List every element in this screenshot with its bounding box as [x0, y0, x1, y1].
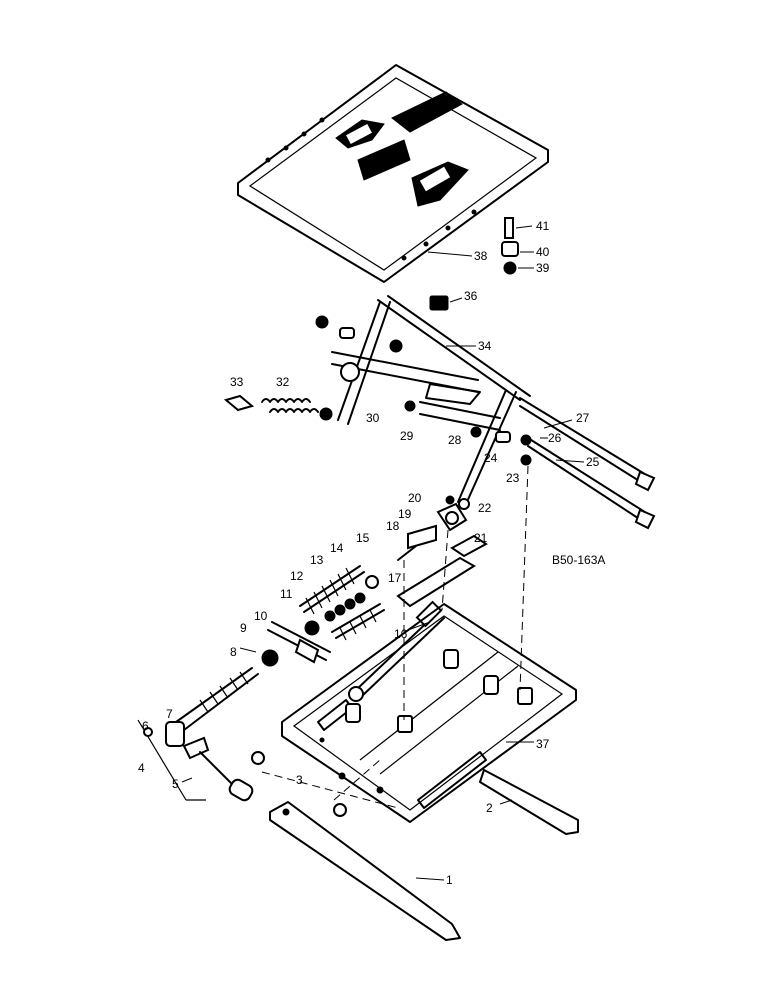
leader-lines	[181, 225, 585, 881]
handle-5	[182, 736, 254, 802]
callout-8: 8	[230, 645, 237, 659]
nut-39	[503, 261, 517, 275]
pin-6	[143, 727, 153, 737]
bushing-24	[495, 431, 511, 443]
callout-27: 27	[576, 411, 590, 425]
callout-11: 11	[280, 587, 293, 601]
washer-23	[520, 454, 532, 466]
long-shaft-25	[527, 437, 656, 530]
nut-8	[261, 649, 279, 667]
callout-41: 41	[536, 219, 550, 233]
callout-21: 21	[474, 531, 488, 545]
callout-36: 36	[464, 289, 478, 303]
tension-spring-32	[261, 398, 319, 413]
callout-38: 38	[474, 249, 488, 263]
spring-guide-assembly	[324, 575, 385, 641]
callout-10: 10	[254, 609, 268, 623]
callout-37: 37	[536, 737, 550, 751]
bolt-3	[251, 751, 347, 817]
callout-code: B50-163A	[552, 553, 605, 567]
bushing-28	[470, 426, 482, 438]
callout-17: 17	[388, 571, 402, 585]
callout-28: 28	[448, 433, 462, 447]
callout-1: 1	[446, 873, 453, 887]
callout-26: 26	[548, 431, 562, 445]
callout-34: 34	[478, 339, 492, 353]
damper-bracket-19	[436, 495, 470, 532]
stud-bolt-41	[504, 217, 514, 239]
callout-19: 19	[398, 507, 412, 521]
top-seat-plate	[237, 64, 549, 283]
callout-16: 16	[394, 627, 408, 641]
callout-5: 5	[172, 777, 179, 791]
plate-21	[450, 534, 488, 558]
base-frame-37	[281, 603, 577, 823]
callout-25: 25	[586, 455, 600, 469]
callout-33: 33	[230, 375, 244, 389]
spacer-40	[501, 241, 519, 257]
assembly-guide-lines	[261, 465, 529, 809]
callout-9: 9	[240, 621, 247, 635]
callout-18: 18	[386, 519, 400, 533]
nut-left-lower	[319, 407, 333, 421]
callout-40: 40	[536, 245, 550, 259]
callout-24: 24	[484, 451, 498, 465]
callout-12: 12	[290, 569, 304, 583]
compression-spring-13	[299, 565, 365, 615]
callout-4: 4	[138, 761, 145, 775]
callout-13: 13	[310, 553, 324, 567]
callout-15: 15	[356, 531, 370, 545]
callout-22: 22	[478, 501, 492, 515]
bushing-30	[404, 400, 416, 412]
callout-20: 20	[408, 491, 422, 505]
hinge-18	[397, 524, 437, 561]
lever-10	[267, 620, 331, 664]
slide-rail-2	[479, 769, 579, 835]
callout-29: 29	[400, 429, 414, 443]
washer-26	[520, 434, 532, 446]
callout-2: 2	[486, 801, 493, 815]
nut-left	[315, 315, 355, 339]
bracket-33	[223, 394, 255, 412]
slide-rail-1	[269, 801, 461, 941]
threaded-rod-7	[165, 667, 259, 747]
callout-7: 7	[166, 707, 173, 721]
callout-labels: 41 40 39 38 36 34 33 32 30 29 28 27 26 2…	[138, 219, 605, 887]
callout-23: 23	[506, 471, 520, 485]
callout-6: 6	[142, 719, 149, 733]
long-shaft-27	[519, 397, 656, 492]
callout-14: 14	[330, 541, 344, 555]
callout-30: 30	[366, 411, 380, 425]
link-arm	[419, 383, 517, 505]
plate-17	[396, 556, 476, 608]
callout-39: 39	[536, 261, 550, 275]
clip-36	[429, 295, 449, 311]
callout-32: 32	[276, 375, 290, 389]
callout-3: 3	[296, 773, 303, 787]
